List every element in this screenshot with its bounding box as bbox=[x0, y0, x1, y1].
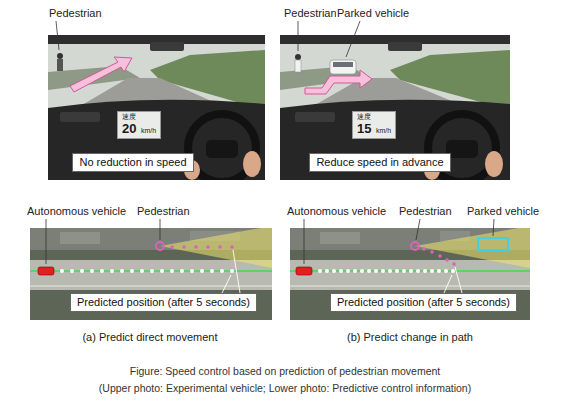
leader-lines bbox=[56, 21, 360, 57]
caption-note: (Upper photo: Experimental vehicle; Lowe… bbox=[99, 382, 471, 395]
speed-value: 15 bbox=[357, 121, 371, 136]
speed-unit: km/h bbox=[141, 127, 156, 134]
leader-lines bbox=[222, 250, 462, 293]
photo-b bbox=[280, 35, 510, 180]
box-text: Predicted position (after 5 seconds) bbox=[337, 296, 510, 308]
leader-lines bbox=[46, 219, 494, 264]
callout-label: Pedestrian bbox=[398, 205, 453, 218]
speed-display: 速度15 km/h bbox=[352, 111, 396, 139]
speed-unit: km/h bbox=[376, 127, 391, 134]
speed-display: 速度20 km/h bbox=[117, 111, 161, 139]
callout-label: Autonomous vehicle bbox=[26, 205, 127, 218]
text-box: No reduction in speed bbox=[72, 153, 193, 172]
display-heading: 速度 bbox=[122, 113, 156, 120]
panel-caption: (a) Predict direct movement bbox=[82, 331, 217, 344]
box-text: Reduce speed in advance bbox=[316, 156, 443, 168]
photo-a bbox=[48, 35, 265, 180]
callout-label: Pedestrian bbox=[48, 7, 103, 20]
box-text: No reduction in speed bbox=[79, 156, 186, 168]
display-value: 15 km/h bbox=[357, 120, 391, 136]
display-value: 20 km/h bbox=[122, 120, 156, 136]
plan-b bbox=[290, 228, 530, 320]
panel-caption: (b) Predict change in path bbox=[347, 331, 473, 344]
text-box: Predicted position (after 5 seconds) bbox=[70, 293, 257, 312]
display-heading: 速度 bbox=[357, 113, 391, 120]
callout-label: Pedestrian bbox=[136, 205, 191, 218]
callout-label: Parked vehicle bbox=[466, 205, 540, 218]
callout-label: Autonomous vehicle bbox=[286, 205, 387, 218]
text-box: Reduce speed in advance bbox=[309, 153, 450, 172]
plan-a bbox=[30, 228, 272, 320]
text-box: Predicted position (after 5 seconds) bbox=[330, 293, 517, 312]
speed-value: 20 bbox=[122, 121, 136, 136]
box-text: Predicted position (after 5 seconds) bbox=[77, 296, 250, 308]
callout-label: Parked vehicle bbox=[336, 7, 410, 20]
callout-label: Pedestrian bbox=[283, 7, 338, 20]
figure-caption: Figure: Speed control based on predictio… bbox=[130, 365, 441, 378]
